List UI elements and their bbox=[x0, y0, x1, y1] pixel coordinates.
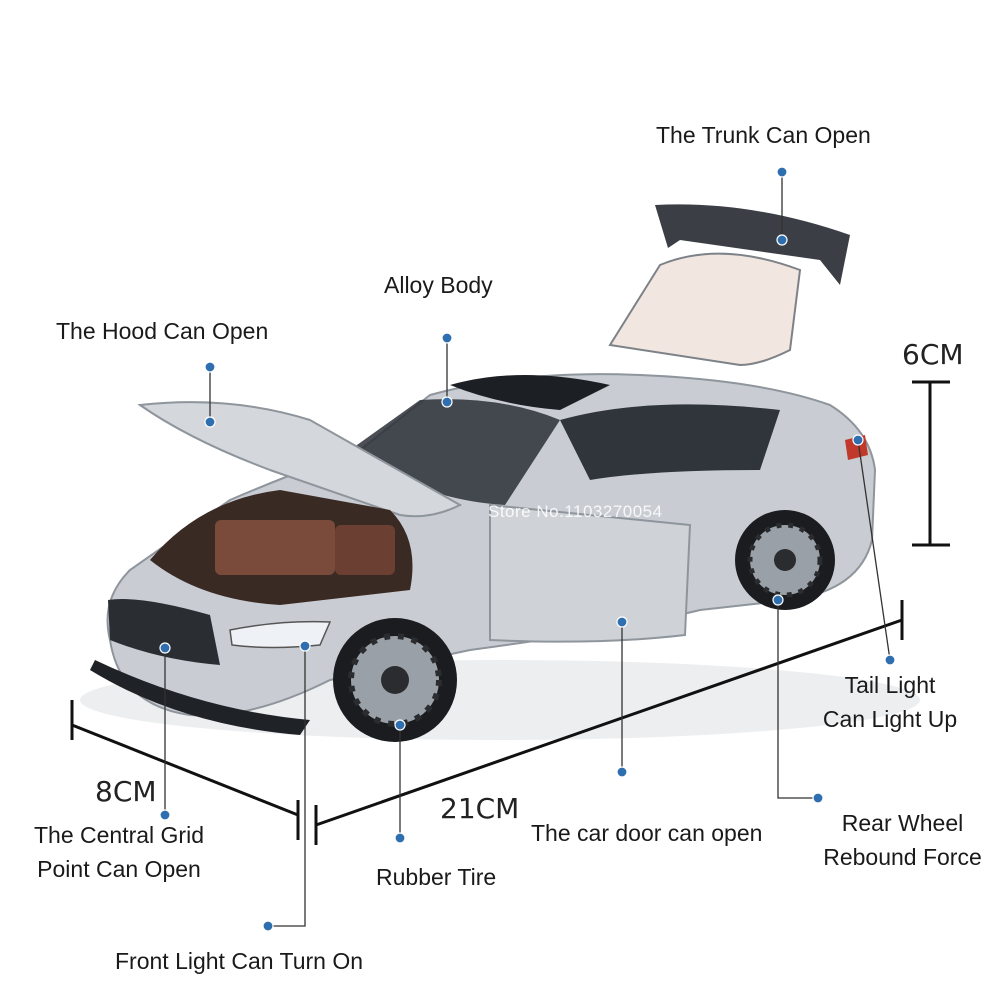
spoiler bbox=[655, 204, 850, 285]
open-door bbox=[489, 503, 692, 643]
length-dimension: 21CM bbox=[440, 792, 520, 825]
central-grid-line-1: The Central Grid bbox=[33, 822, 204, 848]
front-wheel bbox=[333, 618, 457, 742]
side-windows bbox=[560, 404, 780, 480]
tail-light-line-1: Tail Light bbox=[844, 672, 936, 698]
dimension-lines bbox=[70, 380, 950, 845]
callout-dots bbox=[159, 166, 896, 932]
tail-light-line-2: Can Light Up bbox=[822, 706, 958, 732]
rear-wheel bbox=[735, 510, 835, 610]
open-trunk bbox=[608, 252, 802, 367]
rear-wheel-label: Rear Wheel Rebound Force bbox=[810, 806, 995, 874]
trunk-label: The Trunk Can Open bbox=[656, 122, 871, 148]
central-grid-line-2: Point Can Open bbox=[37, 856, 201, 882]
rubber-tire-label: Rubber Tire bbox=[376, 864, 497, 890]
car-door-label: The car door can open bbox=[531, 820, 763, 846]
rear-wheel-line-2: Rebound Force bbox=[823, 844, 982, 870]
alloy-body-label: Alloy Body bbox=[384, 272, 493, 298]
width-dimension: 8CM bbox=[95, 775, 157, 808]
rear-wheel-line-1: Rear Wheel bbox=[841, 810, 964, 836]
height-dimension: 6CM bbox=[902, 338, 964, 371]
tail-light-label: Tail Light Can Light Up bbox=[800, 668, 980, 736]
open-hood bbox=[137, 401, 463, 518]
central-grid-label: The Central Grid Point Can Open bbox=[14, 818, 224, 886]
callout-lines bbox=[164, 172, 891, 927]
hood-label: The Hood Can Open bbox=[56, 318, 269, 344]
store-watermark: Store No.1103270054 bbox=[488, 502, 663, 521]
front-grille bbox=[108, 599, 220, 665]
front-light-label: Front Light Can Turn On bbox=[115, 948, 364, 974]
sunroof bbox=[450, 375, 610, 410]
